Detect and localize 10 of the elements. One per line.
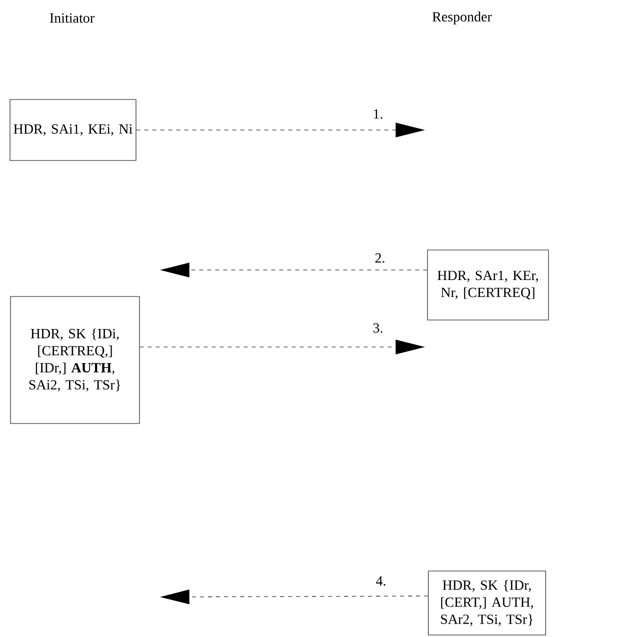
message-box: HDR, SK {IDr, [CERT,] AUTH, SAr2, TSi, TSr} bbox=[428, 570, 546, 636]
column-heading: Initiator bbox=[50, 13, 94, 23]
column-heading: Responder bbox=[432, 12, 492, 24]
edge-label: 4. bbox=[376, 576, 386, 586]
message-box: HDR, SAr1, KEr, Nr, [CERTREQ] bbox=[427, 250, 549, 320]
message-box: HDR, SK {IDi, [CERTREQ,] [IDr,] AUTH, SAi2, TSi, TSr} bbox=[10, 296, 140, 424]
edge-label: 1. bbox=[374, 109, 382, 119]
message-box: HDR, SAi1, KEi, Ni bbox=[10, 99, 136, 161]
edge-label: 3. bbox=[373, 323, 382, 333]
edge-label: 2. bbox=[375, 253, 384, 263]
